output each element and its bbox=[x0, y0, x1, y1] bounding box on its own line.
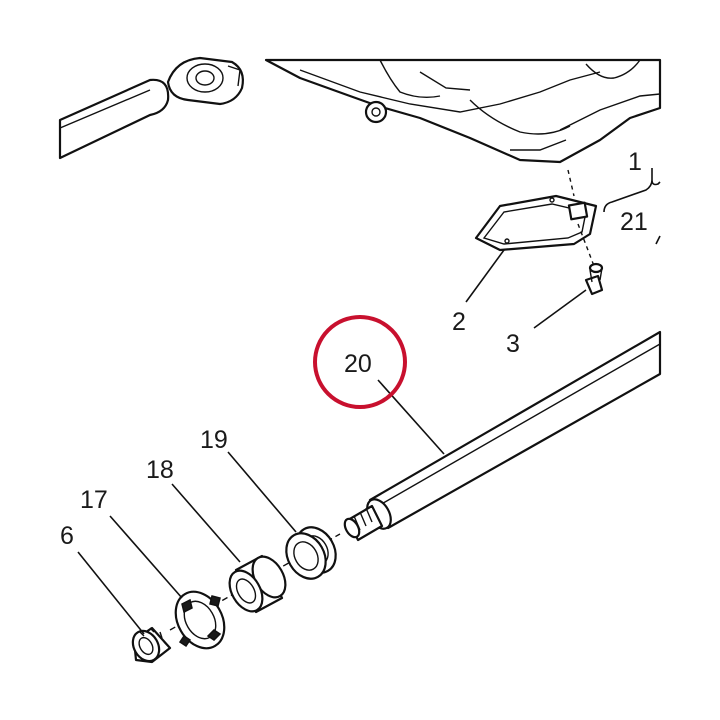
part-1-bracket-indicator bbox=[603, 179, 661, 245]
callout-label-3: 3 bbox=[506, 330, 520, 358]
part-2-bracket-plate bbox=[474, 194, 598, 252]
part-18-bushing bbox=[228, 554, 287, 614]
part-17-castellated-ring bbox=[174, 590, 226, 650]
callout-label-19: 19 bbox=[200, 426, 228, 454]
part-6-nut bbox=[131, 626, 172, 664]
callout-label-20: 20 bbox=[344, 350, 372, 378]
part-3-screw bbox=[584, 262, 604, 296]
upper-axle-assembly bbox=[58, 56, 244, 160]
callout-label-21: 21 bbox=[620, 208, 648, 236]
part-20-shaft bbox=[343, 330, 662, 542]
part-19-washer bbox=[285, 526, 337, 580]
callout-label-2: 2 bbox=[452, 308, 466, 336]
callout-20-highlight-ring bbox=[313, 315, 407, 409]
leader-lines bbox=[77, 168, 653, 635]
callout-label-1: 1 bbox=[628, 148, 642, 176]
callout-label-6: 6 bbox=[60, 522, 74, 550]
callout-label-17: 17 bbox=[80, 486, 108, 514]
mower-frame-housing bbox=[264, 58, 662, 164]
callout-label-18: 18 bbox=[146, 456, 174, 484]
